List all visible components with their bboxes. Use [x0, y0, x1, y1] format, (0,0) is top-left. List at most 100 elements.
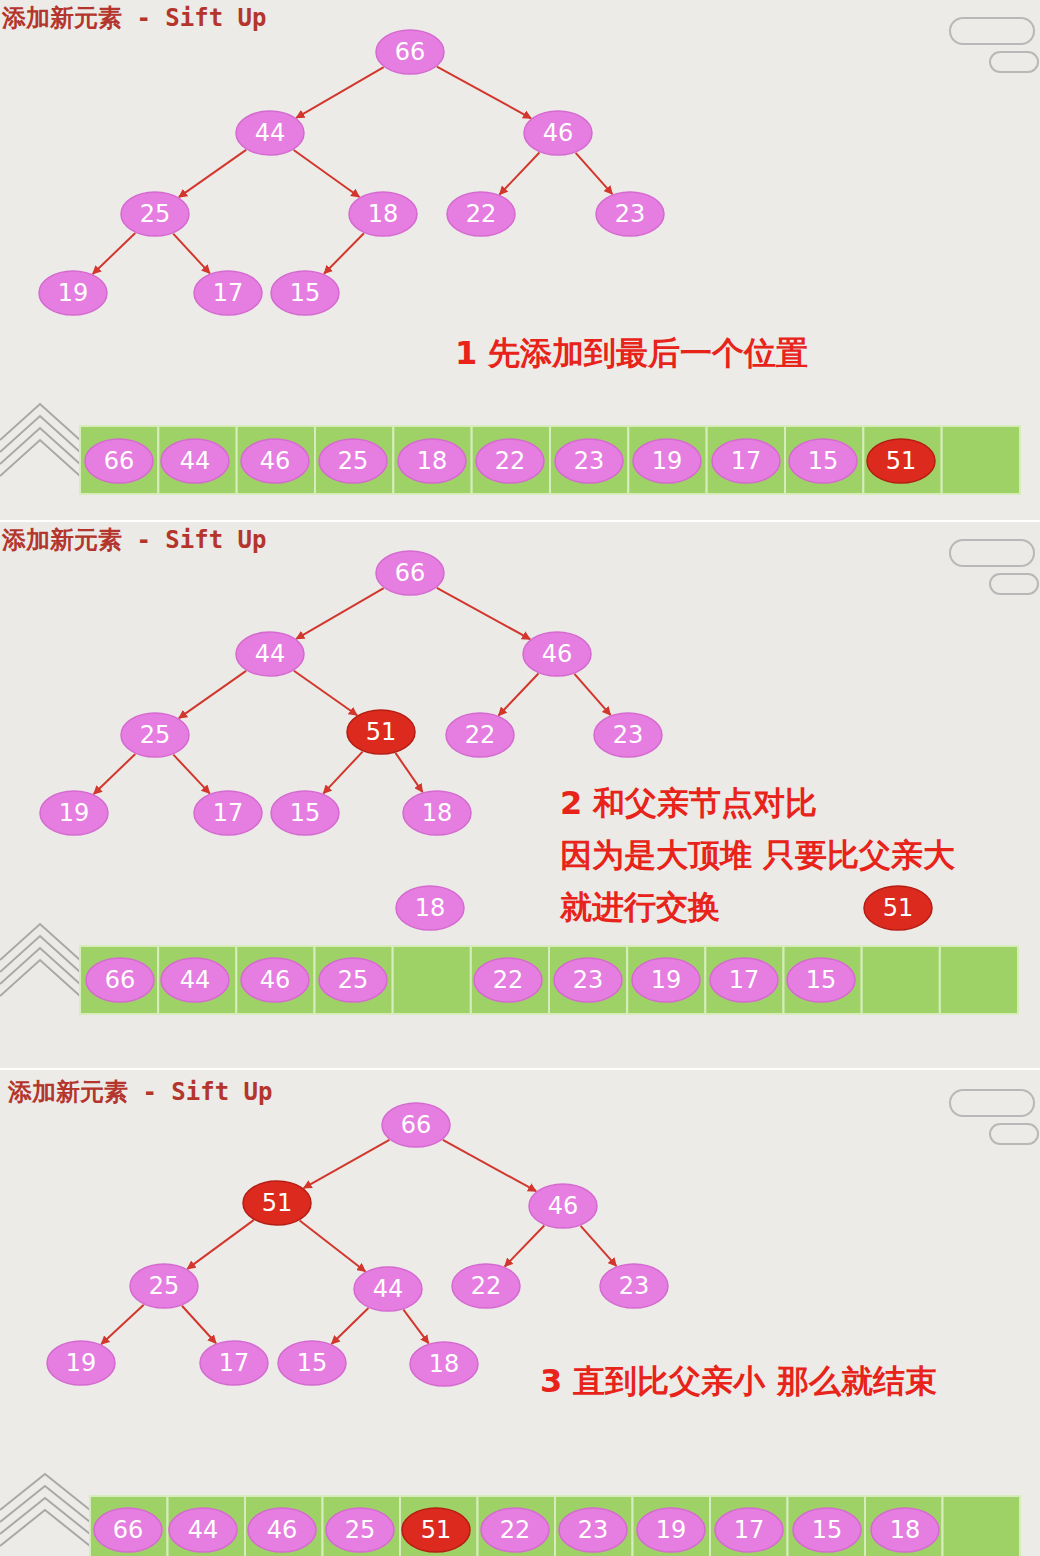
step-note: 2 和父亲节点对比 [560, 784, 817, 822]
array-cell [710, 1496, 788, 1556]
array-cell [555, 1496, 633, 1556]
node-value: 22 [493, 968, 524, 992]
heap-node: 46 [240, 957, 310, 1003]
tree-edge [443, 1140, 536, 1191]
heap-node: 22 [480, 1507, 550, 1553]
heap-node: 25 [129, 1263, 199, 1309]
tree-edge [294, 150, 360, 197]
node-ellipse-shape [47, 1341, 115, 1385]
heap-node: 51 [242, 1180, 312, 1226]
node-value: 22 [466, 202, 497, 226]
node-ellipse-shape [121, 192, 189, 236]
node-value: 66 [113, 1518, 144, 1542]
node-value: 51 [366, 720, 397, 744]
node-ellipse-shape [354, 1267, 422, 1311]
node-ellipse-shape [715, 1508, 783, 1552]
array-cell [80, 946, 158, 1014]
node-ellipse-shape [403, 791, 471, 835]
heap-node: 25 [120, 712, 190, 758]
heap-node: 19 [39, 790, 109, 836]
node-ellipse-shape [271, 271, 339, 315]
panel-ground [0, 0, 1040, 520]
node-value: 44 [180, 449, 211, 473]
node-ellipse-shape [248, 1508, 316, 1552]
node-ellipse-shape [523, 632, 591, 676]
heap-node: 66 [85, 957, 155, 1003]
array-cell [471, 946, 549, 1014]
heap-node: 18 [402, 790, 472, 836]
node-value: 46 [260, 449, 291, 473]
node-ellipse-shape [594, 713, 662, 757]
heap-node: 17 [709, 957, 779, 1003]
tree-edge [332, 1308, 369, 1344]
node-ellipse-shape [793, 1508, 861, 1552]
node-value: 17 [734, 1518, 765, 1542]
heap-node: 15 [277, 1340, 347, 1386]
heap-node: 23 [554, 438, 624, 484]
array-cell [236, 946, 314, 1014]
node-value: 66 [104, 449, 135, 473]
node-value: 23 [578, 1518, 609, 1542]
tree-edge [499, 674, 539, 716]
array-cell [315, 946, 393, 1014]
array-cell [245, 1496, 323, 1556]
node-ellipse-shape [712, 439, 780, 483]
node-ellipse-shape [161, 439, 229, 483]
node-ellipse-shape [278, 1341, 346, 1385]
heap-node: 66 [84, 438, 154, 484]
node-value: 18 [368, 202, 399, 226]
panel-separator [0, 1068, 1040, 1070]
array-cell [90, 1496, 168, 1556]
node-ellipse-shape [864, 886, 932, 930]
heap-node: 22 [445, 712, 515, 758]
node-value: 19 [651, 968, 682, 992]
panel-separator [0, 520, 1040, 522]
array-cell [315, 426, 393, 494]
panel-ground [0, 522, 1040, 1068]
array-cell [627, 946, 705, 1014]
heap-node: 22 [473, 957, 543, 1003]
node-ellipse-shape [787, 958, 855, 1002]
tree-edge [101, 1305, 144, 1344]
tree-edge [296, 588, 383, 639]
array-cell [788, 1496, 866, 1556]
tree-edge [294, 671, 357, 715]
node-ellipse-shape [319, 439, 387, 483]
heap-node: 19 [38, 270, 108, 316]
heap-node: 46 [240, 438, 310, 484]
heap-node: 44 [168, 1507, 238, 1553]
heap-node: 46 [523, 110, 593, 156]
node-value: 15 [290, 801, 321, 825]
node-value: 22 [495, 449, 526, 473]
heap-node: 66 [93, 1507, 163, 1553]
node-value: 46 [267, 1518, 298, 1542]
node-value: 44 [255, 642, 286, 666]
array-cell [80, 426, 158, 494]
node-ellipse-shape [376, 30, 444, 74]
node-value: 51 [886, 449, 917, 473]
node-value: 19 [59, 801, 90, 825]
tree-edge [300, 1221, 366, 1272]
node-value: 15 [290, 281, 321, 305]
heap-node: 51 [866, 438, 936, 484]
node-ellipse-shape [867, 439, 935, 483]
node-value: 15 [297, 1351, 328, 1375]
node-ellipse-shape [452, 1264, 520, 1308]
tree-edge [182, 1306, 216, 1344]
heap-node: 15 [270, 270, 340, 316]
node-value: 22 [465, 723, 496, 747]
node-ellipse-shape [194, 271, 262, 315]
node-value: 19 [66, 1351, 97, 1375]
node-value: 18 [422, 801, 453, 825]
tree-edge [173, 234, 210, 274]
node-value: 23 [619, 1274, 650, 1298]
panel-title: 添加新元素 - Sift Up [2, 526, 267, 555]
node-value: 17 [729, 968, 760, 992]
node-value: 25 [140, 723, 171, 747]
node-ellipse-shape [241, 439, 309, 483]
node-ellipse-shape [194, 791, 262, 835]
node-ellipse-shape [410, 1342, 478, 1386]
panel-ground [0, 1070, 1040, 1556]
node-ellipse-shape [600, 1264, 668, 1308]
